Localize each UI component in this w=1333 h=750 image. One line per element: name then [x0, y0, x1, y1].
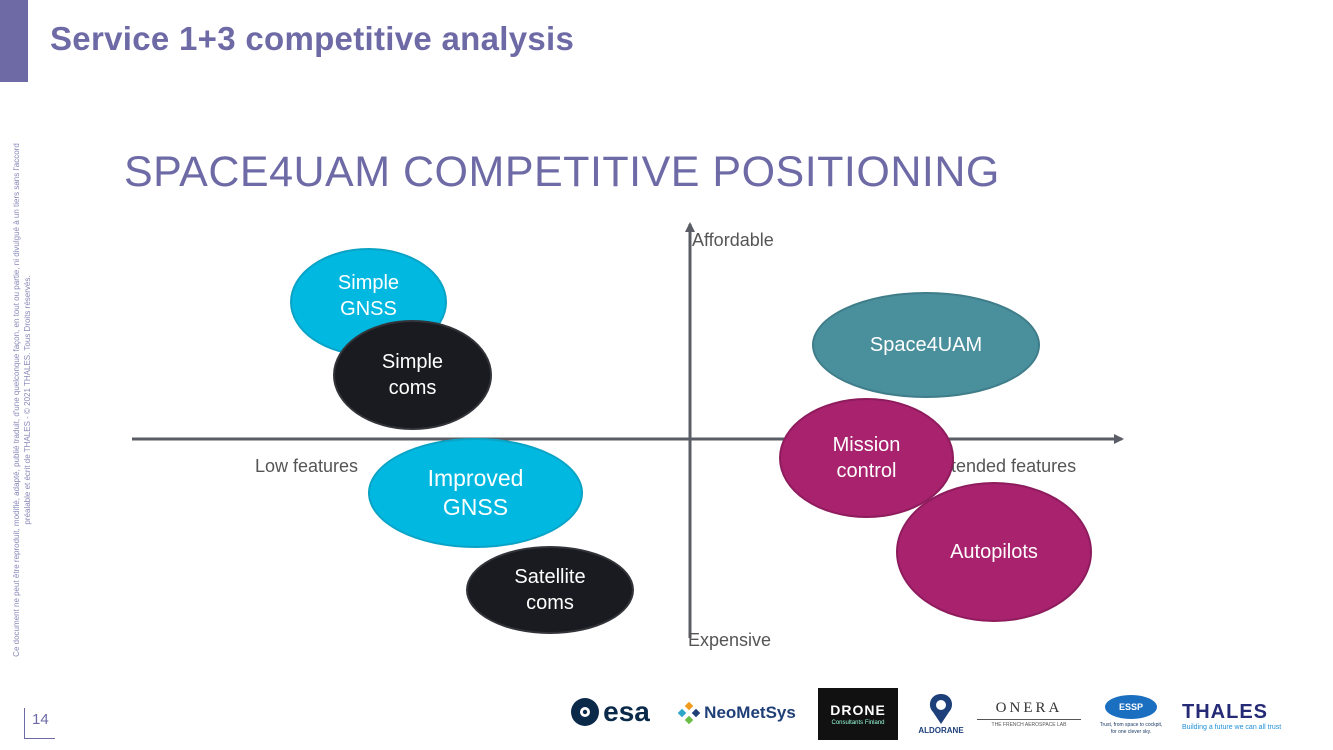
essp-logo-subtext: Trust, from space to cockpit, for one cl… [1099, 721, 1163, 735]
thales-logo: THALES Building a future we can all trus… [1182, 696, 1302, 736]
thales-logo-subtext: Building a future we can all trust [1182, 724, 1282, 731]
diagram-title: SPACE4UAM COMPETITIVE POSITIONING [124, 148, 1000, 196]
onera-logo-text: ONERA [995, 700, 1063, 716]
bubble-improved-gnss-label: Improved GNSS [427, 465, 524, 520]
bubble-simple-gnss-label: Simple GNSS [337, 272, 400, 320]
bubble-space4uam: Space4UAM [812, 292, 1040, 398]
bubble-space4uam-label: Space4UAM [869, 334, 983, 356]
neometsys-logo-text: NeoMetSys [704, 703, 796, 722]
essp-logo: ESSP Trust, from space to cockpit, for o… [1096, 688, 1166, 742]
axis-label-expensive: Expensive [688, 630, 772, 650]
aldorane-logo-text: ALDORANE [918, 725, 964, 735]
page-number: 14 [24, 708, 55, 739]
aldorane-mark-icon [929, 693, 953, 724]
slide-title: Service 1+3 competitive analysis [50, 20, 575, 57]
esa-logo-text: esa [603, 696, 650, 727]
neometsys-diamond-icon [678, 702, 701, 724]
axis-label-low-features: Low features [255, 456, 359, 476]
partner-logos: esa NeoMetSys DRONE Consultants Finland … [560, 686, 1320, 742]
bubble-autopilots: Autopilots [896, 482, 1092, 622]
bubble-simple-coms: Simple coms [333, 320, 492, 430]
page-number-text: 14 [32, 711, 49, 728]
onera-logo-subtext: THE FRENCH AEROSPACE LAB [991, 722, 1067, 728]
esa-logo: esa [560, 692, 660, 732]
esa-mark-icon [571, 698, 600, 726]
bubble-mission-control-label: Mission control [832, 434, 901, 482]
bubble-improved-gnss: Improved GNSS [368, 438, 583, 548]
drone-logo-text: DRONE [830, 702, 886, 718]
bubble-mission-control: Mission control [779, 398, 954, 518]
thales-logo-text: THALES [1182, 701, 1268, 723]
accent-bar [0, 0, 28, 82]
drone-logo-subtext: Consultants Finland [831, 720, 885, 726]
neometsys-logo: NeoMetSys [672, 696, 802, 730]
bubble-satellite-coms-label: Satellite coms [514, 566, 586, 614]
aldorane-logo: ALDORANE [916, 686, 966, 740]
drone-consultants-logo: DRONE Consultants Finland [818, 688, 898, 740]
onera-logo: ONERA THE FRENCH AEROSPACE LAB [974, 694, 1084, 734]
onera-rule [977, 719, 1081, 720]
essp-badge: ESSP [1105, 694, 1157, 719]
axis-label-extended-features: Extended features [930, 456, 1077, 476]
bubble-satellite-coms: Satellite coms [466, 546, 634, 634]
axis-label-affordable: Affordable [692, 230, 774, 250]
essp-logo-text: ESSP [1118, 701, 1143, 712]
bubble-autopilots-label: Autopilots [950, 541, 1038, 563]
bubble-simple-coms-label: Simple coms [381, 351, 444, 399]
